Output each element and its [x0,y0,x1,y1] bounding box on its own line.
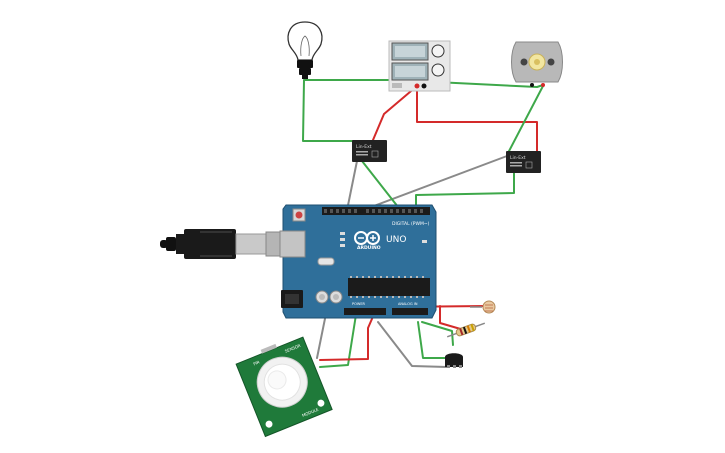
resistor-icon[interactable] [446,320,486,340]
pir-label-top: PIR [252,359,260,366]
wire-bulb-supply[interactable] [304,79,544,88]
wire-arduino-resistor-red[interactable] [439,305,465,331]
analog-header [392,308,428,315]
transistor-icon[interactable] [445,353,463,368]
relay-left-label: Lin-Ext [356,144,372,150]
analog-header-label: ANALOG IN [398,302,418,306]
dc-motor-icon[interactable] [511,41,563,87]
relay-right-label: Lin-Ext [510,155,526,161]
usb-cable-icon[interactable] [160,229,283,259]
reset-button[interactable] [295,211,303,219]
wire-arduino-transistor-green[interactable] [417,321,450,359]
wire-relay-left-arduino[interactable] [361,160,403,213]
relay-right[interactable]: Lin-Ext [506,151,541,173]
power-header [344,308,386,315]
arduino-board[interactable]: DIGITAL (PWM~) ARDUINO UNO [279,204,437,319]
wire-ldr-arduino-green[interactable] [421,321,454,346]
digital-header-label: DIGITAL (PWM~) [392,221,430,227]
arduino-logo-icon [354,231,380,245]
wire-arduino-transistor-grey[interactable] [377,321,448,368]
power-header-label: POWER [352,302,366,306]
digital-header [322,207,430,215]
wire-relay-right-arduino[interactable] [415,171,515,211]
wire-supply-relay-left[interactable] [372,85,418,141]
photoresistor-icon[interactable] [470,300,496,314]
pir-sensor[interactable]: PIR SENSOR MODULE [235,333,333,438]
atmega-chip [348,278,430,296]
arduino-brand: ARDUINO [357,245,381,251]
arduino-model: UNO [386,235,406,245]
wire-bulb-relay-left[interactable] [302,79,353,142]
wire-supply-relay-right[interactable] [416,85,538,153]
pir-label-left: SENSOR [284,343,301,354]
pir-label-right: MODULE [301,407,319,418]
lightbulb-icon[interactable] [287,21,323,79]
relay-left[interactable]: Lin-Ext [352,140,387,162]
wire-motor-relay-right[interactable] [507,85,544,154]
dc-power-supply-icon[interactable] [388,40,451,92]
